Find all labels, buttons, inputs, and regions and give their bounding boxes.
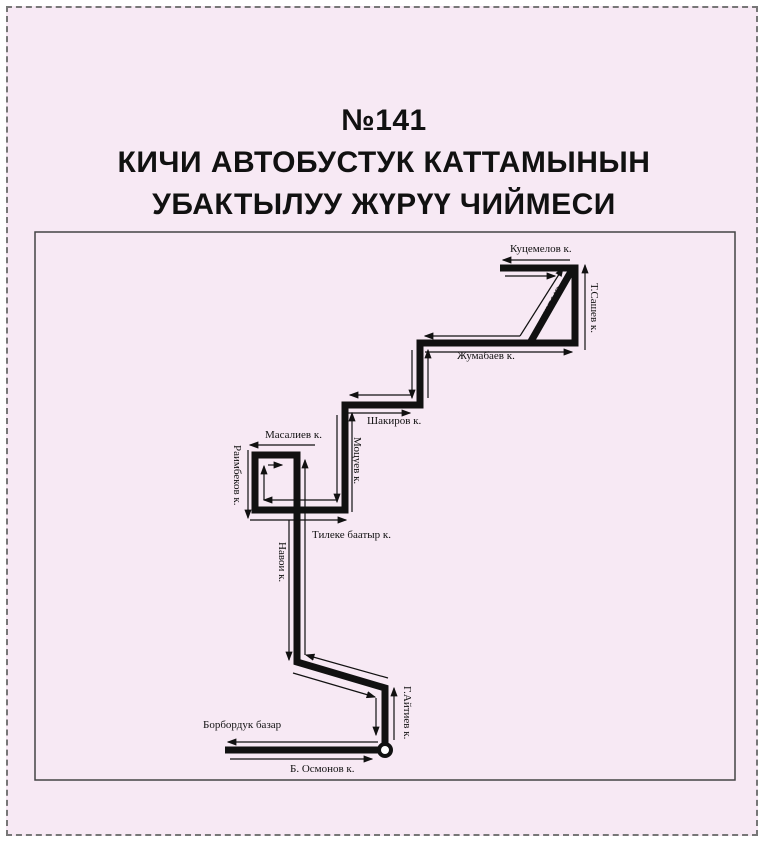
label-osmonov: Б. Осмонов к.: [290, 763, 355, 775]
label-masaliev: Масалиев к.: [265, 429, 322, 441]
direction-arrows: [226, 256, 589, 763]
map-frame: [34, 231, 736, 781]
label-zhumabaev: Жумабаев к.: [457, 350, 515, 362]
label-aitiev: Г.Айтиев к.: [401, 686, 413, 740]
label-tileke: Тилеке баатыр к.: [312, 529, 391, 541]
label-kutsemelov: Куцемелов к.: [510, 243, 572, 255]
label-shakirov: Шакиров к.: [367, 415, 421, 427]
route-number: №141: [341, 104, 427, 137]
label-moltsuev: Моцуев к.: [351, 437, 363, 484]
title-line-3: УБАКТЫЛУУ ЖҮРҮҮ ЧИЙМЕСИ: [152, 188, 616, 221]
label-navoi: Навои к.: [276, 542, 288, 582]
route-line: [225, 264, 579, 754]
terminal-stop: [377, 742, 393, 758]
title-line-2: КИЧИ АВТОБУСТУК КАТТАМЫНЫН: [117, 146, 651, 179]
label-raimbekov: Раимбеков к.: [231, 445, 243, 506]
label-tsashev: Т.Сашев к.: [588, 283, 600, 333]
label-bazar: Борбордук базар: [203, 719, 282, 731]
route-line-alish: [526, 266, 577, 345]
